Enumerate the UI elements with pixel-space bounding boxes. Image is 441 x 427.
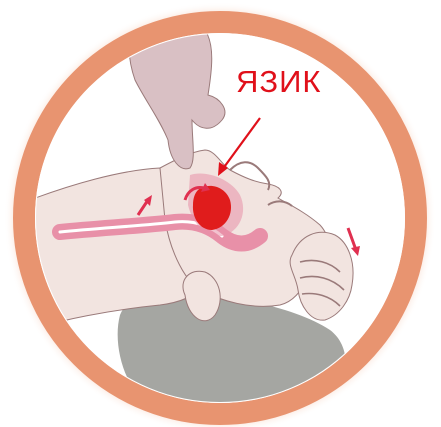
tongue-label: ЯЗИК [236, 66, 321, 97]
